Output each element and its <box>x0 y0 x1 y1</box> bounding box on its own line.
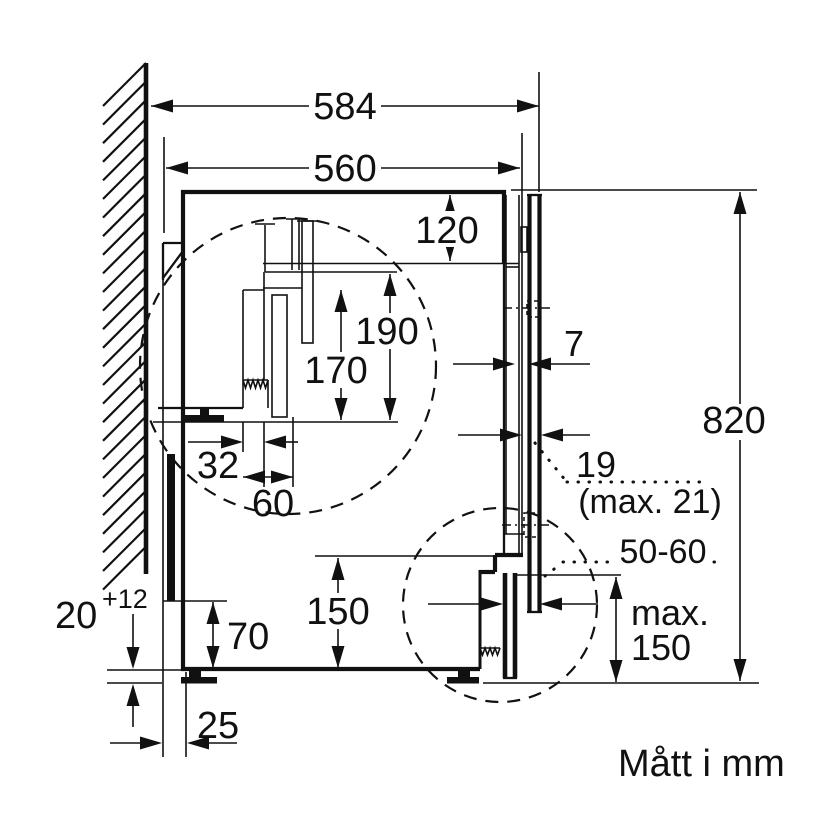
dimension-70: 70 <box>206 602 269 668</box>
dimension-560: 560 <box>166 148 520 190</box>
dimension-32: 32 <box>188 435 298 487</box>
dimension-50-60: 50-60 <box>543 533 717 578</box>
dim-label-70: 70 <box>227 616 269 658</box>
dim-label-120: 120 <box>415 210 478 252</box>
leveling-foot-left <box>181 669 217 684</box>
dim-label-7: 7 <box>564 323 584 364</box>
dim-label-170: 170 <box>304 350 367 392</box>
dim-label-60: 60 <box>252 483 294 525</box>
plinth-recess <box>478 552 523 669</box>
dimension-25: 25 <box>110 705 239 750</box>
furniture-door-panel <box>527 193 542 614</box>
leveling-foot-right <box>447 669 479 684</box>
dim-label-584: 584 <box>313 86 376 128</box>
rear-wall-bracket <box>161 241 184 280</box>
clamp-teeth <box>479 645 501 658</box>
dimension-19: 19 (max. 21) <box>458 428 722 521</box>
dim-label-560: 560 <box>313 148 376 190</box>
hinge-bracket <box>520 226 528 253</box>
dim-label-32: 32 <box>197 445 239 487</box>
dimension-20-12: 20 +12 <box>55 584 148 727</box>
appliance-outline <box>180 189 507 672</box>
inlet-hose <box>301 220 314 344</box>
dimension-150: 150 <box>306 558 370 668</box>
detail-circle-plinth <box>401 506 599 704</box>
hose-clamp-teeth <box>242 377 269 391</box>
dim-label-plus12: +12 <box>102 584 148 614</box>
dimension-820: 820 <box>702 192 766 681</box>
dim-label-150: 150 <box>306 591 369 633</box>
dim-label-max: max. <box>631 592 709 633</box>
dim-label-50-60: 50-60 <box>620 533 707 571</box>
rear-drain-hose <box>167 454 175 601</box>
dimension-190: 190 <box>355 274 419 420</box>
dimension-170: 170 <box>304 290 368 420</box>
dimension-max-150: max. 150 <box>609 577 709 682</box>
detail-foot <box>184 415 224 422</box>
plinth-panel <box>502 573 518 680</box>
dim-label-19-max: (max. 21) <box>578 483 722 521</box>
detail-circle-rear-hoses <box>138 216 438 516</box>
plinth-indicator-arrows <box>428 597 598 611</box>
dimension-584: 584 <box>151 86 539 128</box>
dimension-120: 120 <box>415 195 479 261</box>
dim-label-190: 190 <box>355 311 418 353</box>
wall-hatching <box>102 62 147 591</box>
dimension-60: 60 <box>243 470 294 525</box>
dim-label-820: 820 <box>702 400 765 442</box>
dim-label-19: 19 <box>576 444 616 485</box>
dim-label-20: 20 <box>55 595 97 637</box>
drain-standpipe <box>271 294 288 418</box>
units-caption: Mått i mm <box>618 743 785 785</box>
front-frame-profile <box>505 133 528 556</box>
rear-hose-detail <box>153 218 398 487</box>
dim-label-25: 25 <box>197 705 239 747</box>
dim-label-max-150: 150 <box>631 627 691 668</box>
dimension-7: 7 <box>453 323 590 371</box>
